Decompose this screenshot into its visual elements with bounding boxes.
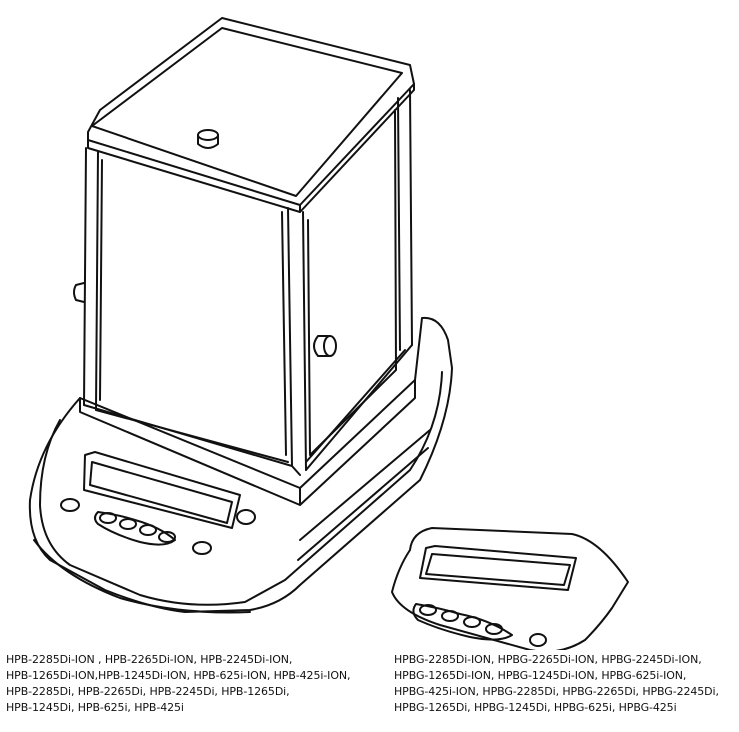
balance-base [28, 316, 453, 614]
right-knob-icon [323, 335, 337, 357]
top-knob-icon [197, 129, 219, 141]
base-buttons [60, 498, 256, 555]
model-line: HPB-2285Di, HPB-2265Di, HPB-2245Di, HPB-… [6, 685, 290, 698]
alt-control-panel [391, 527, 629, 650]
button-left-icon [60, 498, 80, 512]
model-line: HPB-1245Di, HPB-625i, HPB-425i [6, 701, 184, 714]
model-line: HPB-2285Di-ION , HPB-2265Di-ION, HPB-224… [6, 653, 293, 666]
alt-button-icon [529, 633, 547, 647]
model-line: HPBG-425i-ION, HPBG-2285Di, HPBG-2265Di,… [394, 685, 719, 698]
left-knob-icon [73, 282, 85, 303]
button-right-icon [236, 509, 256, 525]
model-line: HPBG-1265Di-ION, HPBG-1245Di-ION, HPBG-6… [394, 669, 687, 682]
model-line: HPBG-1265Di, HPBG-1245Di, HPBG-625i, HPB… [394, 701, 677, 714]
model-line: HPB-1265Di-ION,HPB-1245Di-ION, HPB-625i-… [6, 669, 351, 682]
model-list-hpbg: HPBG-2285Di-ION, HPBG-2265Di-ION, HPBG-2… [394, 652, 734, 716]
shield-knobs [73, 129, 337, 357]
balance-line-drawing [28, 17, 629, 650]
model-line: HPBG-2285Di-ION, HPBG-2265Di-ION, HPBG-2… [394, 653, 702, 666]
draft-shield [83, 17, 415, 476]
button-lower-icon [192, 541, 212, 555]
model-list-hpb: HPB-2285Di-ION , HPB-2265Di-ION, HPB-224… [6, 652, 376, 716]
control-panel [83, 451, 241, 529]
